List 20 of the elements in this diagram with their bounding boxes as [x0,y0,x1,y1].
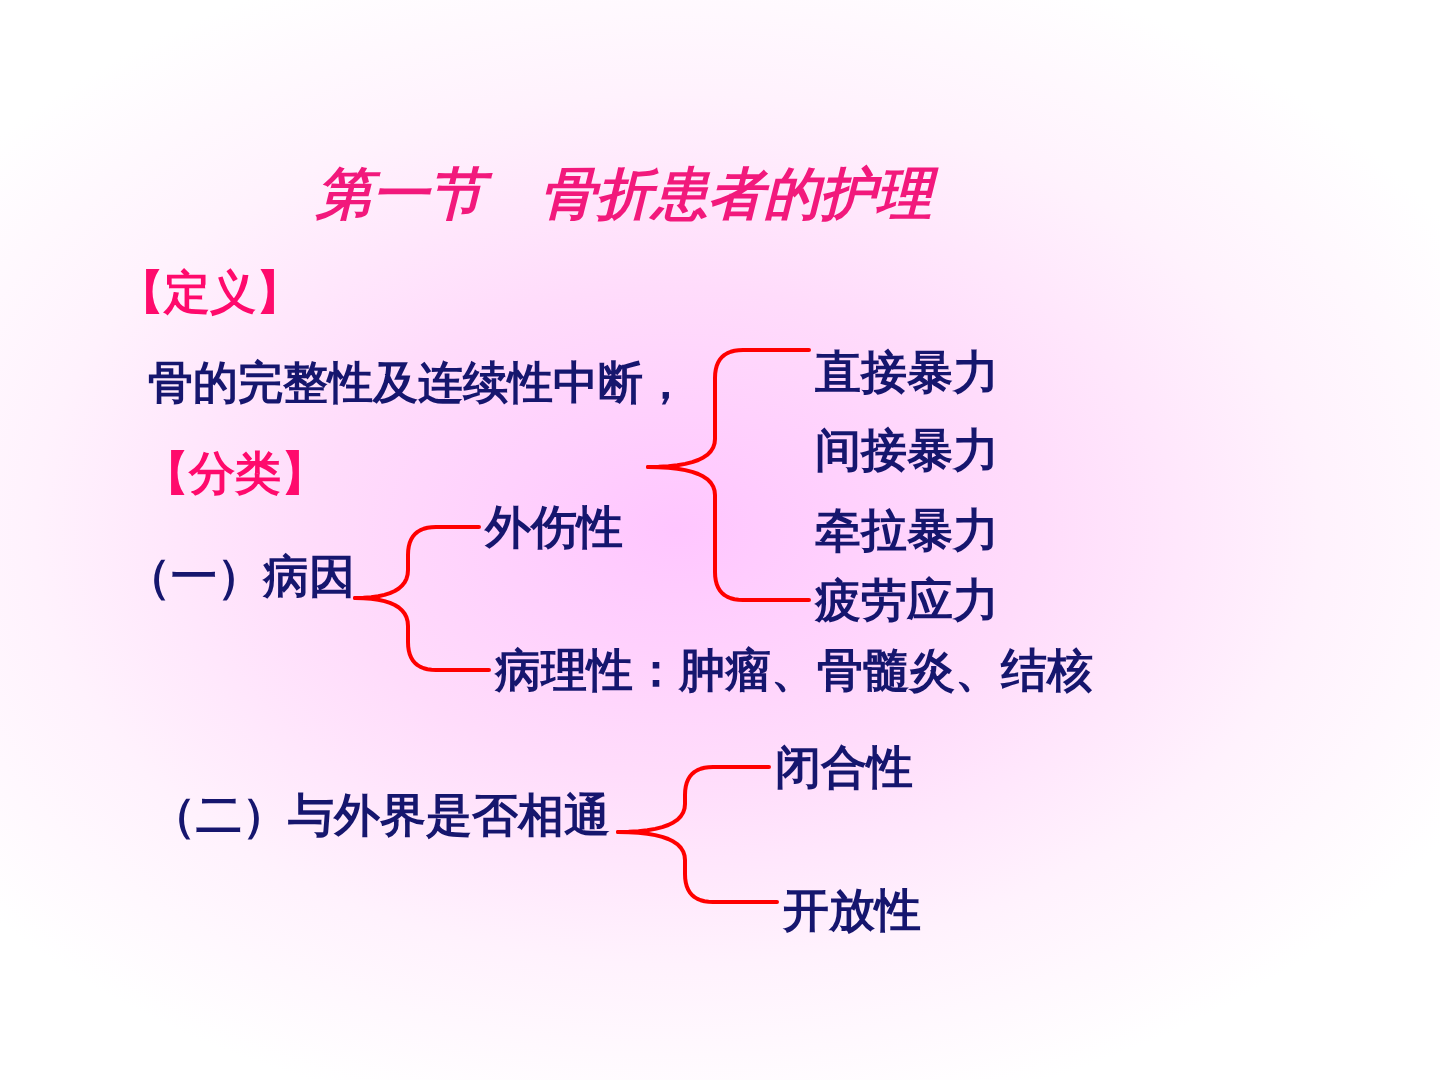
category-label: 间接暴力 [815,423,999,477]
brace-connector [616,830,779,904]
category-label: 开放性 [783,883,921,937]
brace-connector [353,525,481,600]
brace-connector [646,465,811,602]
definition-text: 骨的完整性及连续性中断， [148,357,688,409]
category-label: 牵拉暴力 [815,503,999,557]
slide-title: 第一节 骨折患者的护理 [306,157,954,233]
category-label: （二）与外界是否相通 [150,788,610,842]
category-label: 病理性：肿瘤、骨髓炎、结核 [495,643,1093,697]
brace-connector [616,765,771,834]
brace-connector [646,348,811,469]
section-heading: 【分类】 [143,446,327,500]
category-label: 疲劳应力 [815,573,999,627]
category-label: 直接暴力 [815,345,999,399]
category-label: 闭合性 [775,740,913,794]
section-heading: 【定义】 [118,265,302,319]
category-label: 外伤性 [485,500,623,554]
category-label: （一）病因 [125,549,355,603]
brace-connector [353,596,491,672]
